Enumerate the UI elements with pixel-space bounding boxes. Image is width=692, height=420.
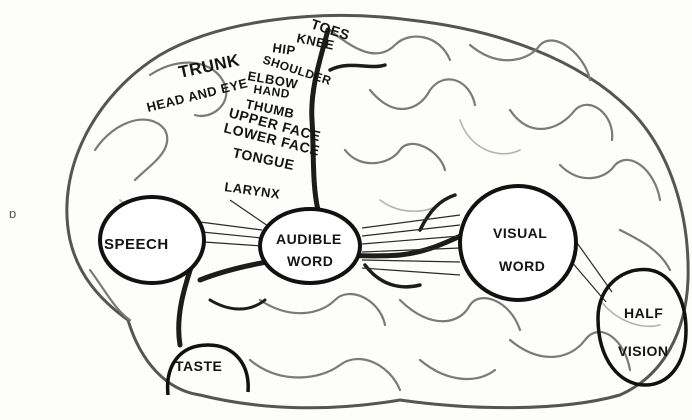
label-audible: AUDIBLE <box>276 231 342 247</box>
label-larynx: LARYNX <box>224 179 282 202</box>
label-taste: TASTE <box>175 358 222 374</box>
label-trunk: TRUNK <box>177 50 242 82</box>
half-vision-area <box>598 269 686 385</box>
motor-labels: TOES KNEE HIP SHOULDER ELBOW HAND THUMB … <box>145 16 352 202</box>
margin-mark: ɒ <box>9 206 17 221</box>
label-visual: VISUAL <box>493 225 547 241</box>
label-speech: SPEECH <box>104 236 169 253</box>
label-visual-word: WORD <box>499 258 545 274</box>
visual-word-area <box>460 186 576 300</box>
label-half: HALF <box>624 305 663 321</box>
label-audible-word: WORD <box>287 253 333 269</box>
label-vision: VISION <box>618 343 668 359</box>
